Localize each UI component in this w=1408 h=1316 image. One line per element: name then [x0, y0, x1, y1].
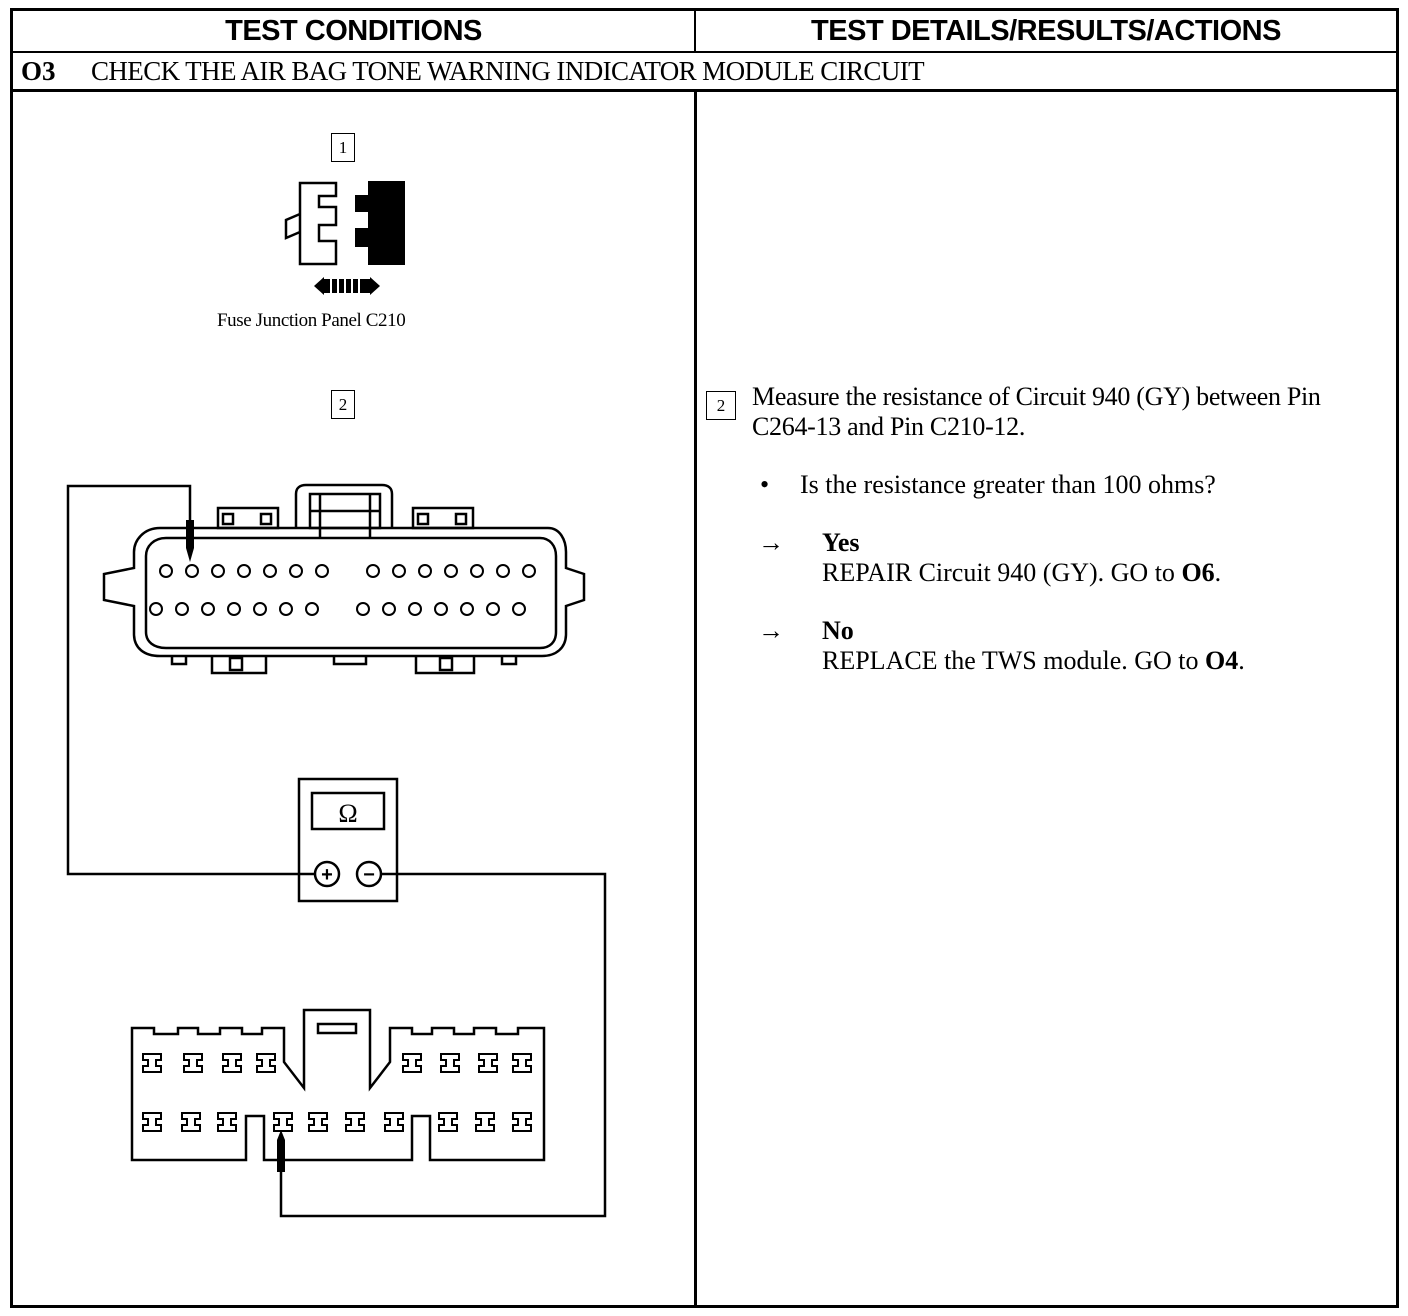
question-text: Is the resistance greater than 100 ohms? [800, 470, 1216, 499]
pin [308, 1112, 328, 1132]
meter-plus: + [321, 864, 333, 886]
pin [142, 1053, 162, 1073]
pin [149, 602, 163, 616]
probe-icon [186, 520, 285, 1172]
arrow-icon: → [758, 616, 784, 645]
header-test-conditions: TEST CONDITIONS [13, 11, 696, 51]
meter-minus: − [363, 864, 375, 886]
panel-label: Fuse Junction Panel C210 [217, 310, 406, 331]
test-table: TEST CONDITIONS TEST DETAILS/RESULTS/ACT… [10, 8, 1399, 1308]
pin [460, 602, 474, 616]
pin [315, 564, 329, 578]
answer-action: REPLACE the TWS module. GO to O4. [822, 646, 1245, 675]
goto-link[interactable]: O6 [1181, 558, 1215, 587]
bullet: • [760, 470, 770, 499]
pin [217, 1112, 237, 1132]
answer-no: → No REPLACE the TWS module. GO to O4. [752, 616, 1372, 676]
step-id: O3 [21, 55, 56, 86]
step-row: O3 CHECK THE AIR BAG TONE WARNING INDICA… [13, 51, 1396, 92]
connector-c210 [130, 1008, 546, 1162]
pin [273, 1112, 293, 1132]
pin [256, 1053, 276, 1073]
pin [305, 602, 319, 616]
pin [253, 602, 267, 616]
pin [237, 564, 251, 578]
pin [402, 1053, 422, 1073]
pin [222, 1053, 242, 1073]
pin [486, 602, 500, 616]
column-divider [694, 92, 697, 1305]
answer-yes: → Yes REPAIR Circuit 940 (GY). GO to O6. [752, 528, 1372, 588]
pin [478, 1053, 498, 1073]
pin [512, 602, 526, 616]
callout-2: 2 [331, 390, 355, 419]
pin [183, 1053, 203, 1073]
pin [384, 1112, 404, 1132]
pin [142, 1112, 162, 1132]
pin [279, 602, 293, 616]
pin [345, 1112, 365, 1132]
pin [159, 564, 173, 578]
arrow-icon: → [758, 528, 784, 557]
pin [418, 564, 432, 578]
connector-c264 [102, 483, 586, 675]
pin [496, 564, 510, 578]
pin [185, 564, 199, 578]
test-details: Measure the resistance of Circuit 940 (G… [752, 382, 1372, 676]
answer-action: REPAIR Circuit 940 (GY). GO to O6. [822, 558, 1222, 587]
pin [175, 602, 189, 616]
answer-label: No [822, 616, 854, 645]
pin [356, 602, 370, 616]
test-leads [66, 484, 607, 1218]
goto-link[interactable]: O4 [1205, 646, 1239, 675]
pin [522, 564, 536, 578]
step-callout-2: 2 [706, 391, 736, 420]
pin [382, 602, 396, 616]
pin [512, 1112, 532, 1132]
c210-pins [142, 1053, 532, 1132]
pin [366, 564, 380, 578]
pin [512, 1053, 532, 1073]
callout-1: 1 [331, 133, 355, 162]
pin [438, 1112, 458, 1132]
pin [434, 602, 448, 616]
pin [201, 602, 215, 616]
meter-symbol: Ω [338, 799, 357, 828]
double-arrow-icon [314, 277, 380, 295]
c264-pins [149, 564, 536, 616]
pin [263, 564, 277, 578]
pin [475, 1112, 495, 1132]
question-row: • Is the resistance greater than 100 ohm… [752, 470, 1372, 500]
pin [289, 564, 303, 578]
pin [392, 564, 406, 578]
pin [444, 564, 458, 578]
pin [181, 1112, 201, 1132]
pin [408, 602, 422, 616]
pin [227, 602, 241, 616]
pin [470, 564, 484, 578]
ohmmeter-icon: Ω + − [297, 777, 399, 903]
step-title: CHECK THE AIR BAG TONE WARNING INDICATOR… [91, 55, 925, 86]
pin [440, 1053, 460, 1073]
pin [211, 564, 225, 578]
answer-label: Yes [822, 528, 860, 557]
header-test-details: TEST DETAILS/RESULTS/ACTIONS [811, 14, 1281, 47]
instruction-text: Measure the resistance of Circuit 940 (G… [752, 382, 1321, 441]
connector-disconnect-icon [284, 181, 405, 266]
